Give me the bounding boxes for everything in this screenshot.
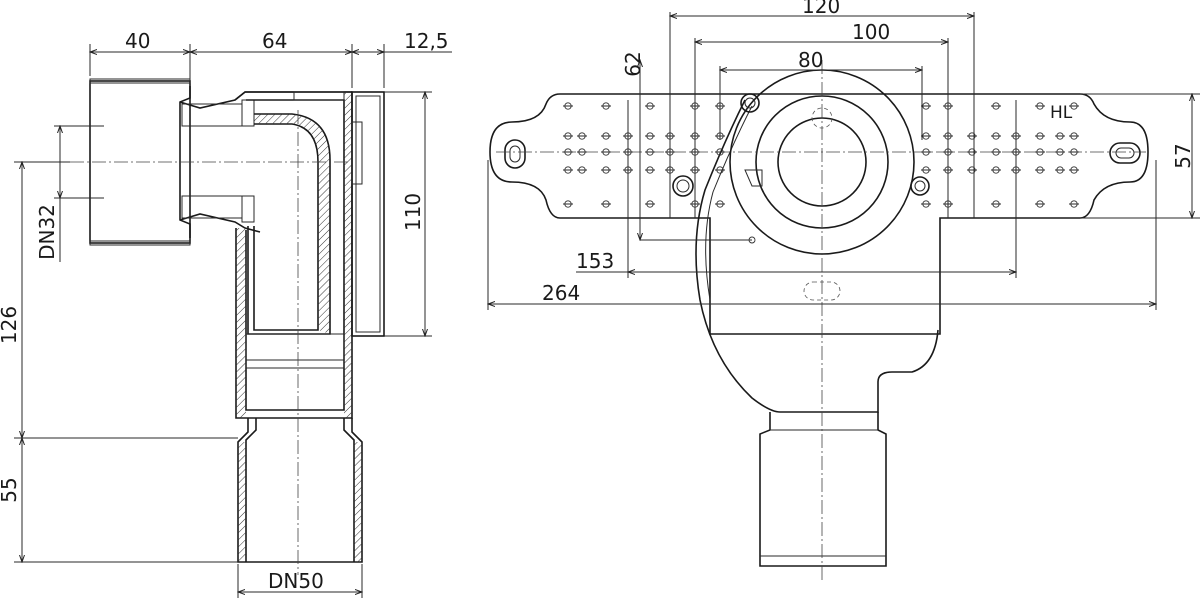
screw-bottom-left xyxy=(672,175,694,197)
dim-80-label: 80 xyxy=(798,48,823,72)
dim-153-label: 153 xyxy=(576,249,614,273)
dim-40-label: 40 xyxy=(125,29,150,53)
hl-label: HL xyxy=(1050,103,1073,123)
mounting-holes xyxy=(563,102,1079,208)
dn50-label: DN50 xyxy=(268,569,324,593)
dim-64-label: 64 xyxy=(262,29,287,53)
dim-57-label: 57 xyxy=(1171,143,1195,168)
dim-110-label: 110 xyxy=(401,193,425,231)
mounting-slot-left xyxy=(504,139,526,169)
dim-12-5-label: 12,5 xyxy=(404,29,449,53)
trap-body xyxy=(695,99,939,413)
screw-top-left xyxy=(740,93,760,113)
screw-bottom-right xyxy=(910,176,930,196)
dim-100-label: 100 xyxy=(852,20,890,44)
side-view: 40 64 12,5 110 DN32 126 55 DN50 xyxy=(0,29,452,598)
outlet-pipe xyxy=(237,418,363,563)
front-view: HL 120 100 80 62 57 153 264 xyxy=(488,0,1200,580)
dim-62-label: 62 xyxy=(621,51,645,76)
dim-55-label: 55 xyxy=(0,477,21,502)
housing xyxy=(234,91,353,419)
wall-plate xyxy=(351,91,385,337)
dn32-label: DN32 xyxy=(35,204,59,260)
front-outlet xyxy=(759,412,887,567)
dim-126-label: 126 xyxy=(0,306,21,344)
dim-264-label: 264 xyxy=(542,281,580,305)
mounting-slot-right xyxy=(1109,142,1141,164)
dim-120-label: 120 xyxy=(802,0,840,18)
mounting-plate xyxy=(489,93,1149,335)
